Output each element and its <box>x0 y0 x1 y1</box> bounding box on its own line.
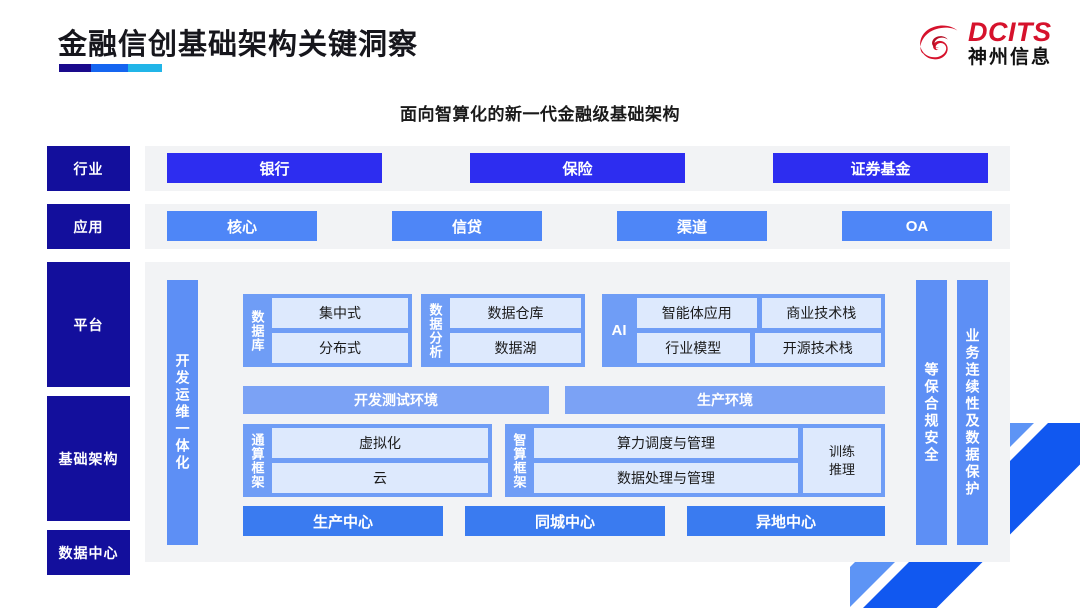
chip-app-core[interactable]: 核心 <box>167 211 317 241</box>
sidebar-item-infrastructure[interactable]: 基础架构 <box>47 396 130 521</box>
group-label-general-compute: 通算框架 <box>249 432 265 489</box>
group-ai[interactable]: AI 智能体应用 商业技术栈 行业模型 开源技术栈 <box>602 294 885 367</box>
chip-app-channel[interactable]: 渠道 <box>617 211 767 241</box>
sidebar-label: 基础架构 <box>58 450 119 467</box>
group-cells: 数据仓库 数据湖 <box>450 298 581 363</box>
title-underline-rule <box>59 64 162 72</box>
logo-english-text: DCITS <box>967 17 1052 47</box>
group-cells: 算力调度与管理 数据处理与管理 <box>534 428 798 493</box>
cell-opensource-tech-stack[interactable]: 开源技术栈 <box>754 333 881 363</box>
cell-data-warehouse[interactable]: 数据仓库 <box>450 298 581 328</box>
rule-segment-navy <box>59 64 91 72</box>
sidebar-item-datacenter[interactable]: 数据中心 <box>47 530 130 575</box>
training-label: 训练 <box>828 443 855 459</box>
cell-distributed[interactable]: 分布式 <box>272 333 408 363</box>
chip-app-oa[interactable]: OA <box>842 211 992 241</box>
cell-data-processing[interactable]: 数据处理与管理 <box>534 463 798 493</box>
chip-label: 银行 <box>259 160 290 178</box>
group-cells: 集中式 分布式 <box>272 298 408 363</box>
logo-wordmark: DCITS 神州信息 <box>967 17 1052 68</box>
sidebar-label: 行业 <box>73 160 104 177</box>
logo-chinese-text: 神州信息 <box>967 47 1052 68</box>
rule-segment-blue <box>91 64 128 72</box>
cell-row: 智能体应用 商业技术栈 <box>637 298 881 328</box>
chip-same-city-center[interactable]: 同城中心 <box>465 506 665 536</box>
chip-industry-securities-fund[interactable]: 证券基金 <box>773 153 988 183</box>
chip-remote-center[interactable]: 异地中心 <box>687 506 885 536</box>
vbar-label: 等保合规安全 <box>923 361 940 464</box>
chip-label: 开发测试环境 <box>354 392 438 408</box>
chip-label: 证券基金 <box>850 160 911 178</box>
industry-row-panel: 银行 保险 证券基金 <box>145 146 1010 191</box>
sidebar-item-industry[interactable]: 行业 <box>47 146 130 191</box>
cell-centralized[interactable]: 集中式 <box>272 298 408 328</box>
chip-label: OA <box>905 217 929 235</box>
chip-label: 信贷 <box>451 218 482 236</box>
cell-compute-scheduling[interactable]: 算力调度与管理 <box>534 428 798 458</box>
group-data-analysis[interactable]: 数据分析 数据仓库 数据湖 <box>421 294 585 367</box>
chip-dev-test-environment[interactable]: 开发测试环境 <box>243 386 549 414</box>
group-label-data-analysis: 数据分析 <box>427 302 443 359</box>
group-cells: 虚拟化 云 <box>272 428 488 493</box>
chip-production-center[interactable]: 生产中心 <box>243 506 443 536</box>
vbar-compliance-security[interactable]: 等保合规安全 <box>916 280 947 545</box>
cell-industry-model[interactable]: 行业模型 <box>637 333 750 363</box>
group-cells: 智能体应用 商业技术栈 行业模型 开源技术栈 <box>637 298 881 363</box>
chip-industry-insurance[interactable]: 保险 <box>470 153 685 183</box>
sidebar-label: 数据中心 <box>58 544 119 561</box>
group-general-compute-framework[interactable]: 通算框架 虚拟化 云 <box>243 424 492 497</box>
vbar-label: 开发运维一体化 <box>174 353 191 472</box>
chip-app-credit[interactable]: 信贷 <box>392 211 542 241</box>
chip-label: 生产环境 <box>697 392 753 408</box>
diagram-subtitle: 面向智算化的新一代金融级基础架构 <box>400 105 680 124</box>
vbar-devops-integration[interactable]: 开发运维一体化 <box>167 280 198 545</box>
group-label-database: 数据库 <box>249 309 265 352</box>
cell-commercial-tech-stack[interactable]: 商业技术栈 <box>761 298 881 328</box>
cell-training-inference[interactable]: 训练 推理 <box>803 428 881 493</box>
inference-label: 推理 <box>828 461 855 477</box>
cell-cloud[interactable]: 云 <box>272 463 488 493</box>
chip-label: 生产中心 <box>312 513 373 531</box>
chip-label: 异地中心 <box>755 513 816 531</box>
vbar-label: 业务连续性及数据保护 <box>964 327 981 498</box>
chip-industry-bank[interactable]: 银行 <box>167 153 382 183</box>
chip-production-environment[interactable]: 生产环境 <box>565 386 885 414</box>
dcits-logo: DCITS 神州信息 <box>917 19 1052 67</box>
chip-label: 渠道 <box>676 218 707 236</box>
chip-label: 核心 <box>226 218 257 236</box>
cell-agent-application[interactable]: 智能体应用 <box>637 298 757 328</box>
chip-label: 保险 <box>562 160 593 178</box>
group-ai-compute-framework[interactable]: 智算框架 算力调度与管理 数据处理与管理 训练 推理 <box>505 424 885 497</box>
group-label-ai-compute: 智算框架 <box>511 432 527 489</box>
cell-data-lake[interactable]: 数据湖 <box>450 333 581 363</box>
cell-virtualization[interactable]: 虚拟化 <box>272 428 488 458</box>
sidebar-item-platform[interactable]: 平台 <box>47 262 130 387</box>
sidebar-label: 应用 <box>73 218 104 235</box>
dcits-swirl-icon <box>920 25 958 60</box>
sidebar-label: 平台 <box>73 316 104 333</box>
page-title: 金融信创基础架构关键洞察 <box>58 29 419 61</box>
group-label-ai: AI <box>611 322 627 339</box>
cell-row: 行业模型 开源技术栈 <box>637 333 881 363</box>
sidebar-item-application[interactable]: 应用 <box>47 204 130 249</box>
application-row-panel: 核心 信贷 渠道 OA <box>145 204 1010 249</box>
group-database[interactable]: 数据库 集中式 分布式 <box>243 294 412 367</box>
chip-label: 同城中心 <box>534 513 595 531</box>
page-header: 金融信创基础架构关键洞察 DCITS 神州信息 <box>0 0 1080 92</box>
vbar-business-continuity[interactable]: 业务连续性及数据保护 <box>957 280 988 545</box>
rule-segment-cyan <box>128 64 162 72</box>
